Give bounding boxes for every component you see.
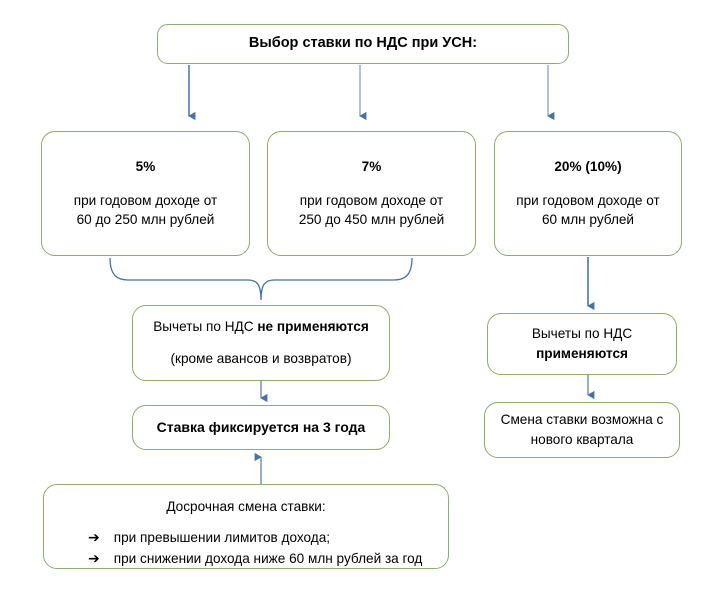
deduction-applies-line1: Вычеты по НДС xyxy=(531,326,633,342)
connector-brace-rates-to-no-deduction xyxy=(109,257,413,301)
no-deduction-line2: (кроме авансов и возвратов) xyxy=(170,351,352,366)
fixed-rate-text: Ставка фиксируется на 3 года xyxy=(156,419,366,436)
rate-value: 5% xyxy=(135,158,156,174)
deduction-applies-line2: применяются xyxy=(536,346,628,361)
title-box: Выбор ставки по НДС при УСН: xyxy=(157,24,569,64)
early-change-box: Досрочная смена ставки: ➔ при превышении… xyxy=(43,484,449,569)
list-item: ➔ при снижении дохода ниже 60 млн рублей… xyxy=(88,548,448,569)
rate-box-7: 7% при годовом доходе от 250 до 450 млн … xyxy=(267,131,476,256)
title-text: Выбор ставки по НДС при УСН: xyxy=(248,35,478,52)
arrow-bullet-icon: ➔ xyxy=(88,528,100,545)
rate-box-5: 5% при годовом доходе от 60 до 250 млн р… xyxy=(41,131,250,256)
quarter-change-line1: Смена ставки возможна с xyxy=(500,412,664,428)
deduction-applies-box: Вычеты по НДС применяются xyxy=(487,313,677,375)
early-change-title: Досрочная смена ставки: xyxy=(166,499,326,514)
no-deduction-box: Вычеты по НДС не применяются (кроме аван… xyxy=(132,305,390,381)
list-item: ➔ при превышении лимитов дохода; xyxy=(88,527,448,548)
no-deduction-prefix: Вычеты по НДС xyxy=(153,319,258,335)
rate-condition-line2: 60 млн рублей xyxy=(541,212,635,228)
no-deduction-emphasis: не применяются xyxy=(257,319,369,335)
rate-box-20: 20% (10%) при годовом доходе от 60 млн р… xyxy=(494,131,682,256)
quarter-change-line2: нового квартала xyxy=(530,432,634,447)
list-item-label: при превышении лимитов дохода; xyxy=(113,529,331,545)
rate-condition-line2: 250 до 450 млн рублей xyxy=(298,212,445,228)
early-change-list: ➔ при превышении лимитов дохода; ➔ при с… xyxy=(44,527,448,569)
rate-condition-line1: при годовом доходе от xyxy=(73,192,218,208)
fixed-rate-box: Ставка фиксируется на 3 года xyxy=(132,405,390,450)
rate-condition-line1: при годовом доходе от xyxy=(516,192,660,208)
no-deduction-line1: Вычеты по НДС не применяются xyxy=(153,317,369,337)
arrow-bullet-icon: ➔ xyxy=(88,549,100,566)
quarter-change-box: Смена ставки возможна с нового квартала xyxy=(484,402,680,458)
rate-condition-line1: при годовом доходе от xyxy=(299,192,444,208)
rate-value: 20% (10%) xyxy=(554,158,622,174)
list-item-label: при снижении дохода ниже 60 млн рублей з… xyxy=(113,550,423,566)
rate-condition-line2: 60 до 250 млн рублей xyxy=(76,212,215,228)
rate-value: 7% xyxy=(361,158,382,174)
